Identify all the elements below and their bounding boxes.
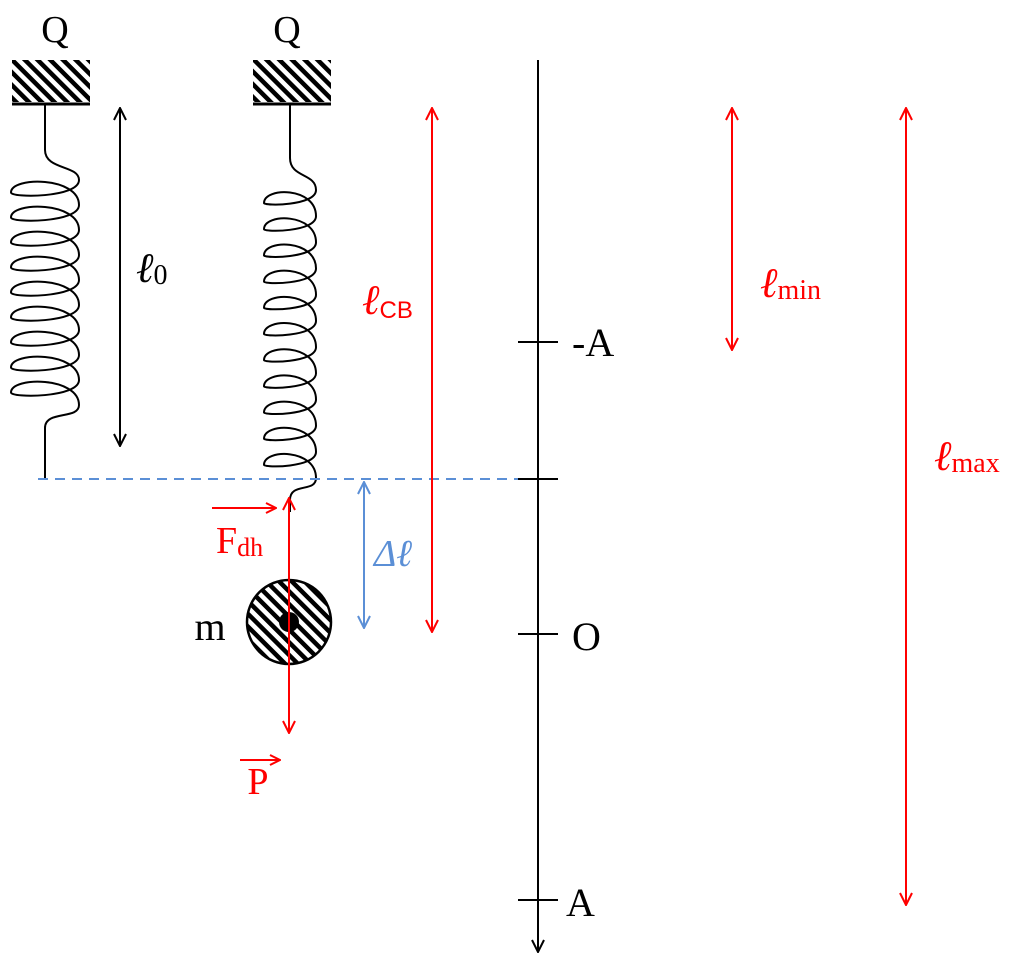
spring-coil-left [9,104,81,478]
support-label-right: Q [273,9,300,51]
weight-label: P [247,761,268,803]
ceiling-support-left [12,60,90,102]
axis-label-o: O [572,614,601,659]
axis-label-neg-a: -A [572,320,614,365]
mass: m [194,578,333,666]
natural-length-label: ℓ0 [136,246,168,292]
equilibrium-length-label: ℓCB [362,278,413,324]
max-length-label: ℓmax [934,434,1000,480]
ceiling-support-right [253,60,331,102]
mass-label: m [194,604,225,649]
spring-natural: Q [9,9,90,478]
min-length-label: ℓmin [760,261,821,307]
axis-label-a: A [566,880,595,925]
spring-force-label: Fdh [216,520,263,562]
elongation-label: Δℓ [372,533,412,575]
spring-coil-right [262,104,318,512]
spring-loaded: Q [253,9,331,512]
support-label-left: Q [41,9,68,51]
